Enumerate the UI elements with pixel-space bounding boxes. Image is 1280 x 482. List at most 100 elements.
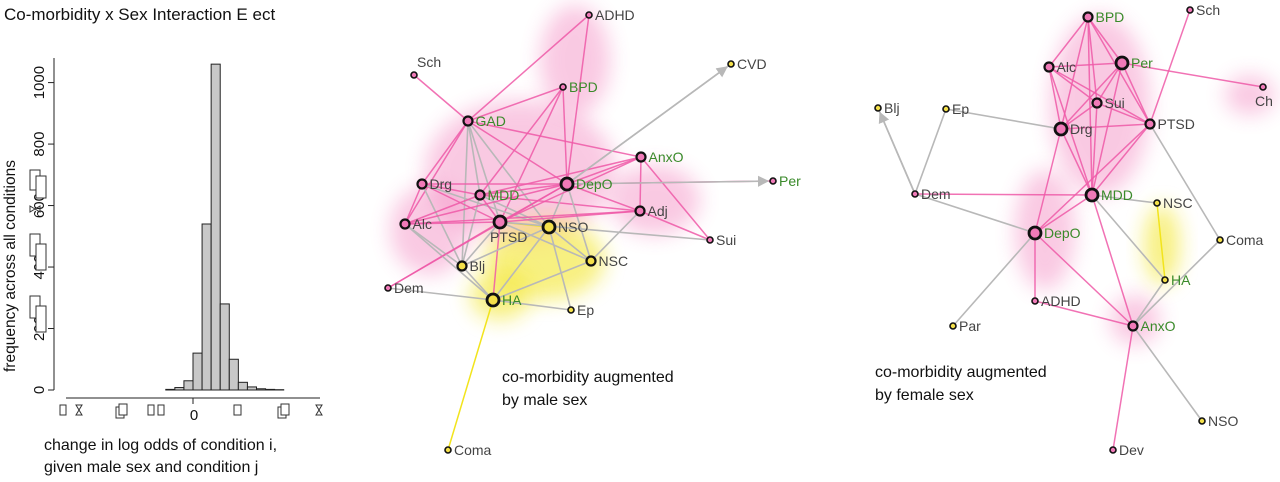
node-circle: [474, 189, 486, 201]
node-label: Sui: [1105, 95, 1125, 111]
network-edge: [461, 221, 501, 267]
x-axis-label-line2: given male sex and condition j: [44, 459, 258, 476]
node-circle: [456, 260, 468, 272]
node-circle: [384, 284, 392, 292]
network-edge: [1034, 232, 1134, 327]
network-edge: [639, 210, 711, 241]
histogram-axes: 0: [48, 58, 320, 424]
node-circle: [1053, 121, 1069, 137]
network-edge: [1132, 279, 1166, 327]
node-ep: Ep: [942, 101, 969, 117]
node-ptsd: PTSD: [1144, 116, 1195, 132]
node-label: NSC: [1163, 195, 1193, 211]
histogram-bar: [165, 388, 176, 391]
node-circle: [727, 60, 735, 68]
node-circle: [1027, 225, 1043, 241]
node-label: Dem: [921, 186, 951, 202]
node-label: HA: [1171, 272, 1191, 288]
network-edge: [421, 183, 481, 196]
node-circle: [769, 177, 777, 185]
network-edge: [590, 210, 641, 262]
node-depo: DepO: [1027, 225, 1081, 241]
y-tick-label: 600: [31, 193, 48, 218]
node-nsc: NSC: [585, 253, 628, 269]
network-edge: [467, 120, 568, 185]
node-circle: [1031, 297, 1039, 305]
network-edge: [1112, 325, 1134, 451]
x-tick-label: 0: [190, 407, 198, 424]
node-label: Blj: [470, 258, 486, 274]
network-edge: [461, 265, 494, 301]
cluster-glow: [1110, 295, 1160, 345]
network-edge: [461, 226, 550, 267]
histogram-bar: [237, 381, 248, 391]
node-circle: [634, 205, 646, 217]
node-circle: [1043, 61, 1055, 73]
network-edge: [1132, 239, 1221, 327]
node-ha: HA: [1161, 272, 1191, 288]
node-circle: [1153, 199, 1161, 207]
histogram-bar: [256, 388, 267, 391]
network-edge: [404, 221, 501, 225]
y-axis-label: frequency across all conditions: [2, 160, 19, 372]
node-adj: Adj: [634, 203, 668, 219]
network-edge: [914, 193, 1093, 196]
node-label: Coma: [1226, 232, 1264, 248]
node-per: Per: [1114, 55, 1153, 71]
node-label: AnxO: [1141, 318, 1176, 334]
node-label: Par: [959, 318, 981, 334]
network-edge: [1060, 102, 1098, 130]
node-circle: [949, 322, 957, 330]
y-tick-label: 0: [31, 386, 48, 394]
network-edge: [404, 210, 641, 225]
network-edge: [421, 183, 463, 267]
histogram-bar: [201, 223, 212, 391]
histogram-bar: [265, 388, 276, 391]
network-edge: [479, 86, 564, 196]
node-blj: Blj: [874, 100, 900, 116]
node-circle: [416, 178, 428, 190]
network-edge: [1091, 62, 1123, 196]
node-circle: [1186, 6, 1194, 14]
x-axis-glyph-row: [59, 403, 323, 419]
node-circle: [1144, 118, 1156, 130]
node-label: Alc: [413, 216, 432, 232]
node-circle: [942, 105, 950, 113]
node-label: Alc: [1057, 59, 1076, 75]
node-label: PTSD: [1158, 116, 1195, 132]
node-label: Adj: [648, 203, 668, 219]
network-edge: [467, 14, 590, 122]
node-adhd: ADHD: [585, 7, 635, 23]
node-circle: [485, 292, 501, 308]
caption-female-line1: co-morbidity augmented: [875, 364, 1047, 381]
network-edge: [1091, 123, 1151, 196]
node-par: Par: [949, 318, 981, 334]
node-circle: [541, 219, 557, 235]
network-edge: [479, 194, 641, 212]
network-edge: [1121, 62, 1151, 125]
network-edge: [387, 287, 494, 301]
node-circle: [1091, 97, 1103, 109]
network-edge: [548, 226, 572, 311]
network-edge: [914, 108, 947, 195]
network-edge: [492, 226, 550, 301]
network-edge: [467, 120, 481, 196]
node-ch: Ch: [1255, 83, 1273, 109]
network-edge: [492, 260, 592, 301]
node-sch: Sch: [410, 54, 441, 79]
node-circle: [1127, 320, 1139, 332]
network-edge: [404, 120, 469, 225]
node-gad: GAD: [462, 113, 506, 129]
network-edge: [548, 183, 568, 228]
cluster-glow: [610, 165, 700, 235]
node-drg: Drg: [1053, 121, 1093, 137]
histogram-bars: [165, 63, 285, 391]
node-label: Ch: [1255, 93, 1273, 109]
y-tick-label: 800: [31, 132, 48, 157]
network-edge: [1034, 128, 1062, 234]
network-edge: [952, 232, 1036, 327]
node-label: Ep: [952, 101, 969, 117]
network-edge: [1121, 62, 1264, 88]
